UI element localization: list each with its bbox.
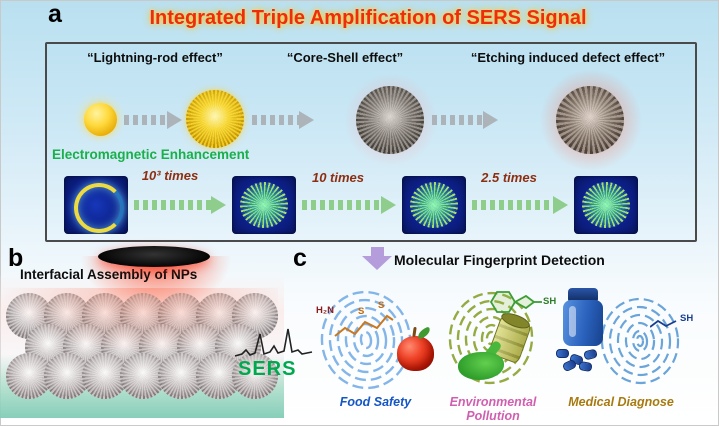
sulfur-label-2: S	[378, 300, 385, 311]
amplification-2: 10 times	[311, 170, 365, 185]
panel-c-label: c	[293, 244, 307, 272]
arrow-head	[553, 196, 568, 214]
sulfur-label-1: S	[358, 306, 365, 317]
application-medical-diagnose: Medical Diagnose	[568, 395, 674, 409]
panel-a-label: a	[48, 0, 62, 28]
fingerprint-food-icon	[320, 290, 412, 390]
panel-a-title: Integrated Triple Amplification of SERS …	[149, 7, 587, 29]
effect-core-shell: “Core-Shell effect”	[286, 50, 404, 65]
arrow-bars	[432, 115, 483, 125]
sers-label: SERS	[238, 358, 297, 380]
field-star	[410, 182, 458, 228]
down-arrow-icon	[362, 256, 392, 270]
molecule-zigzag-icon	[334, 314, 394, 337]
simulation-map-4	[574, 176, 638, 234]
core-shell-nanourchin	[356, 86, 424, 154]
simulation-map-2	[232, 176, 296, 234]
fingerprint-medical-icon	[600, 297, 680, 385]
arrow-bars	[124, 115, 167, 125]
nanoparticle-assembly	[4, 291, 278, 405]
effect-etching: “Etching induced defect effect”	[470, 50, 666, 65]
em-enhancement-label: Electromagnetic Enhancement	[52, 147, 250, 162]
application-environmental-pollution: Environmental Pollution	[449, 395, 537, 423]
arrow-bars	[134, 200, 211, 210]
pill-icon	[578, 360, 593, 373]
sers-spectrum	[234, 328, 313, 357]
amplification-arrow-1	[134, 196, 226, 214]
amine-label: H₂N	[316, 305, 334, 316]
effect-lightning-rod: “Lightning-rod effect”	[87, 50, 223, 65]
gold-nanourchin	[186, 90, 244, 148]
arrow-head	[381, 196, 396, 214]
pill-bottle-icon	[563, 300, 603, 346]
simulation-map-1	[64, 176, 128, 234]
process-arrow-1	[124, 111, 182, 129]
arrow-bars	[302, 200, 381, 210]
field-star	[582, 182, 630, 228]
amplification-1: 10³ times	[141, 168, 199, 183]
amplification-3: 2.5 times	[481, 170, 537, 185]
amplification-arrow-3	[472, 196, 568, 214]
pill-icon	[583, 348, 598, 361]
assembly-nanoparticle	[232, 353, 278, 399]
arrow-head	[167, 111, 182, 129]
process-arrow-2	[252, 111, 314, 129]
panel-b-label: b	[8, 244, 24, 272]
simulation-map-3	[402, 176, 466, 234]
pollution-spill	[458, 352, 504, 380]
field-ring	[74, 183, 124, 233]
thiol-label-env: SH	[543, 296, 557, 307]
panel-c-title: Molecular Fingerprint Detection	[394, 252, 605, 268]
arrow-head	[483, 111, 498, 129]
pill-icon	[556, 349, 569, 358]
gold-nanosphere	[84, 103, 117, 136]
etched-nanourchin	[556, 86, 624, 154]
field-star	[240, 182, 288, 228]
lens	[98, 246, 210, 267]
down-arrow-stem	[371, 247, 384, 256]
thiol-bond-icon	[650, 319, 677, 328]
benzothiazole-icon	[489, 291, 542, 313]
arrow-bars	[252, 115, 299, 125]
arrow-head	[299, 111, 314, 129]
panel-b-title: Interfacial Assembly of NPs	[20, 267, 198, 282]
arrow-bars	[472, 200, 553, 210]
amplification-arrow-2	[302, 196, 396, 214]
pill-bottle-cap-icon	[568, 288, 598, 301]
process-arrow-3	[432, 111, 498, 129]
thiol-label-med: SH	[680, 313, 694, 324]
apple-icon	[397, 336, 434, 371]
application-food-safety: Food Safety	[339, 395, 412, 409]
arrow-head	[211, 196, 226, 214]
